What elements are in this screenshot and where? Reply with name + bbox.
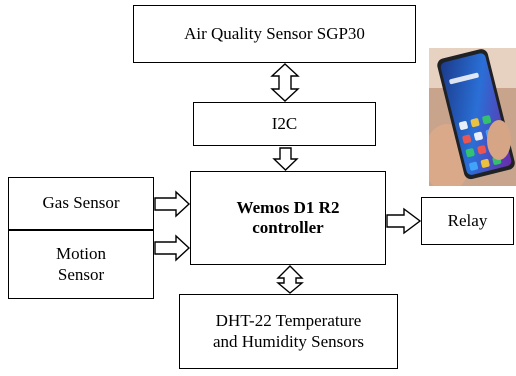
smartphone-icon — [429, 48, 516, 186]
arrow-gas-controller — [155, 192, 189, 216]
arrow-controller-relay — [387, 209, 420, 233]
arrow-i2c-controller — [274, 148, 297, 170]
arrow-controller-dht22 — [278, 266, 302, 293]
arrow-sgp30-i2c — [272, 64, 298, 101]
arrow-motion-controller — [155, 236, 189, 260]
